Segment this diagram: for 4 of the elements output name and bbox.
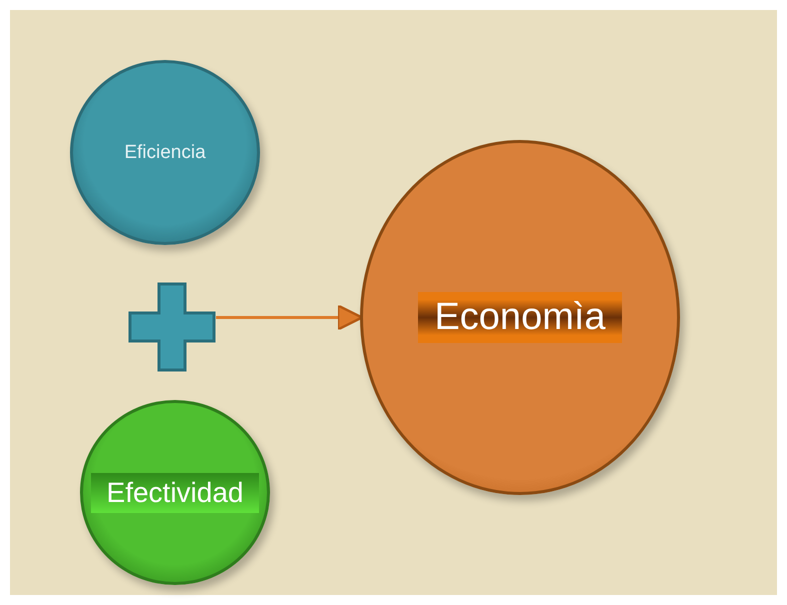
node-label: Eficiencia — [124, 142, 206, 164]
plus-sign — [128, 282, 216, 372]
node-label: Efectividad — [90, 472, 260, 512]
node-label: Economìa — [418, 292, 622, 343]
